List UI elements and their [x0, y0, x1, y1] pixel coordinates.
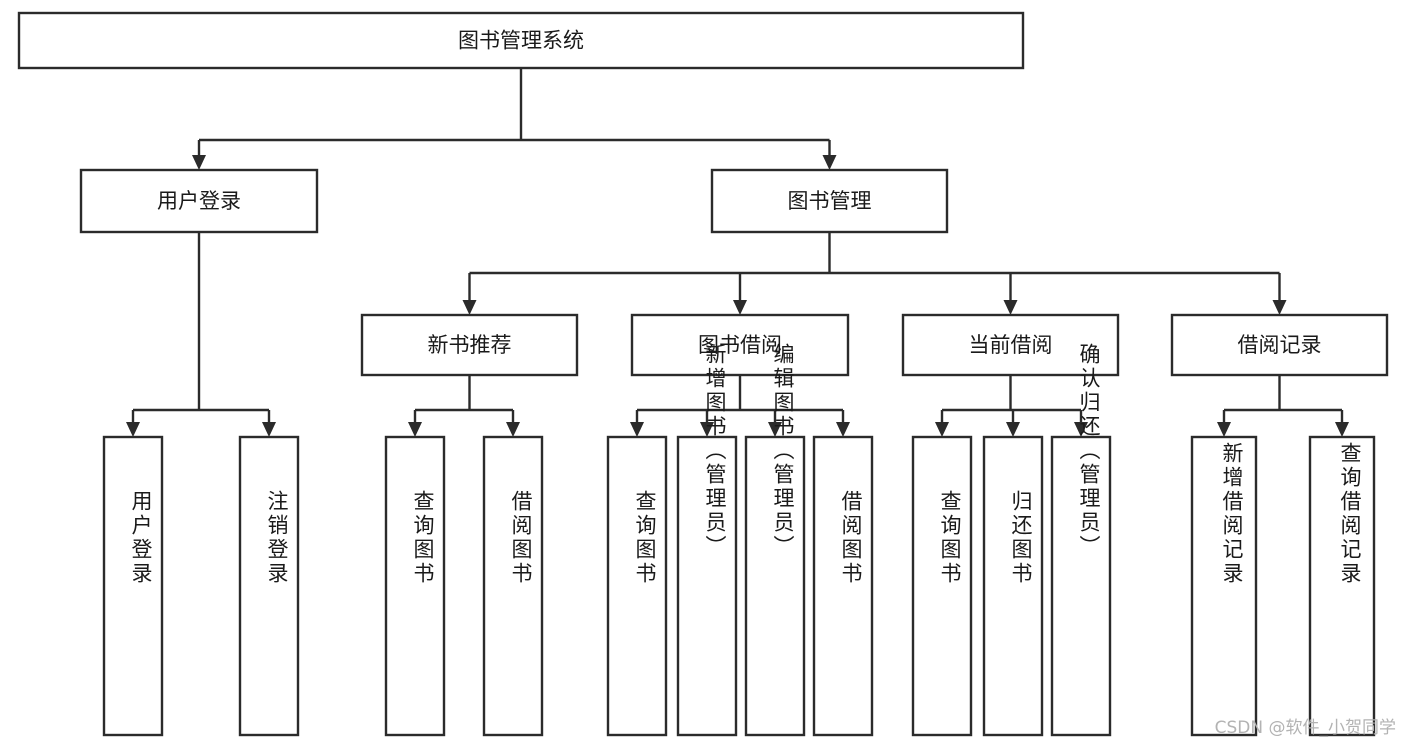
- arrow-head-icon: [506, 422, 520, 437]
- arrow-head-icon: [192, 155, 206, 170]
- node-label: 注销登录: [265, 490, 289, 586]
- node-label: 新增借阅记录: [1220, 442, 1244, 586]
- node-leaf-query-book-current[interactable]: 查询图书: [911, 435, 973, 737]
- node-leaf-user-login[interactable]: 用户登录: [102, 435, 164, 737]
- node-label: 新书推荐: [428, 333, 512, 357]
- node-label: 图书管理: [788, 189, 872, 213]
- node-box: [79, 168, 319, 234]
- node-label: 借阅图书: [509, 490, 533, 586]
- node-borrow-record[interactable]: 借阅记录: [1170, 313, 1389, 377]
- arrow-head-icon: [1217, 422, 1231, 437]
- arrow-head-icon: [733, 300, 747, 315]
- arrow-head-icon: [1003, 300, 1018, 315]
- node-label: 确认归还（管理员）: [1077, 343, 1101, 559]
- node-box: [102, 435, 164, 737]
- node-label: 查询借阅记录: [1338, 442, 1362, 586]
- arrow-head-icon: [126, 422, 140, 437]
- node-leaf-query-book-borrow[interactable]: 查询图书: [606, 435, 668, 737]
- node-box: [1170, 313, 1389, 377]
- arrow-head-icon: [630, 422, 644, 437]
- node-box: [482, 435, 544, 737]
- node-box: [1050, 435, 1112, 737]
- node-box: [812, 435, 874, 737]
- node-book-borrow[interactable]: 图书借阅: [630, 313, 850, 377]
- node-leaf-borrow-book[interactable]: 借阅图书: [812, 435, 874, 737]
- node-box: [744, 435, 806, 737]
- arrow-head-icon: [1272, 300, 1287, 315]
- arrow-head-icon: [935, 422, 949, 437]
- node-label: 查询图书: [938, 490, 962, 586]
- arrow-head-icon: [462, 300, 477, 315]
- node-label: 查询图书: [633, 490, 657, 586]
- node-box: [676, 435, 738, 737]
- node-leaf-confirm-return[interactable]: 确认归还（管理员）: [1050, 343, 1112, 737]
- arrow-head-icon: [1006, 422, 1020, 437]
- node-leaf-edit-book[interactable]: 编辑图书（管理员）: [744, 343, 806, 737]
- node-label: 用户登录: [157, 189, 241, 213]
- node-box: [630, 313, 850, 377]
- arrow-head-icon: [768, 422, 782, 437]
- node-label: 图书借阅: [698, 333, 782, 357]
- node-label: 借阅图书: [839, 490, 863, 586]
- arrow-head-icon: [822, 155, 837, 170]
- node-box: [710, 168, 949, 234]
- node-user-login[interactable]: 用户登录: [79, 168, 319, 234]
- node-box: [1308, 435, 1376, 737]
- node-label: 借阅记录: [1238, 333, 1322, 357]
- node-current-borrow[interactable]: 当前借阅: [901, 313, 1120, 377]
- arrow-head-icon: [408, 422, 422, 437]
- node-label: 用户登录: [129, 490, 153, 586]
- node-box: [384, 435, 446, 737]
- node-leaf-user-logout[interactable]: 注销登录: [238, 435, 300, 737]
- node-leaf-add-borrow-record[interactable]: 新增借阅记录: [1190, 435, 1258, 737]
- node-box: [606, 435, 668, 737]
- arrow-head-icon: [700, 422, 714, 437]
- node-leaf-return-book[interactable]: 归还图书: [982, 435, 1044, 737]
- nodes-layer: 图书管理系统用户登录图书管理新书推荐图书借阅当前借阅借阅记录用户登录注销登录查询…: [17, 11, 1389, 737]
- node-box: [901, 313, 1120, 377]
- node-new-book-recommend[interactable]: 新书推荐: [360, 313, 579, 377]
- node-leaf-borrow-book-recommend[interactable]: 借阅图书: [482, 435, 544, 737]
- node-label: 编辑图书（管理员）: [771, 343, 795, 559]
- arrow-head-icon: [262, 422, 276, 437]
- node-label: 新增图书（管理员）: [703, 343, 727, 559]
- node-leaf-add-book[interactable]: 新增图书（管理员）: [676, 343, 738, 737]
- arrow-head-icon: [1074, 422, 1088, 437]
- node-box: [982, 435, 1044, 737]
- arrow-head-icon: [836, 422, 850, 437]
- node-label: 图书管理系统: [458, 29, 584, 53]
- node-label: 当前借阅: [969, 333, 1053, 357]
- node-box: [911, 435, 973, 737]
- node-box: [360, 313, 579, 377]
- node-label: 查询图书: [411, 490, 435, 586]
- edges-layer: [126, 68, 1349, 437]
- node-box: [238, 435, 300, 737]
- node-root[interactable]: 图书管理系统: [17, 11, 1025, 70]
- node-book-management[interactable]: 图书管理: [710, 168, 949, 234]
- node-leaf-query-book-recommend[interactable]: 查询图书: [384, 435, 446, 737]
- node-box: [17, 11, 1025, 70]
- arrow-head-icon: [1335, 422, 1349, 437]
- node-box: [1190, 435, 1258, 737]
- csdn-watermark: CSDN @软件_小贺同学: [1215, 718, 1396, 738]
- node-leaf-query-borrow-record[interactable]: 查询借阅记录: [1308, 435, 1376, 737]
- node-label: 归还图书: [1009, 490, 1033, 586]
